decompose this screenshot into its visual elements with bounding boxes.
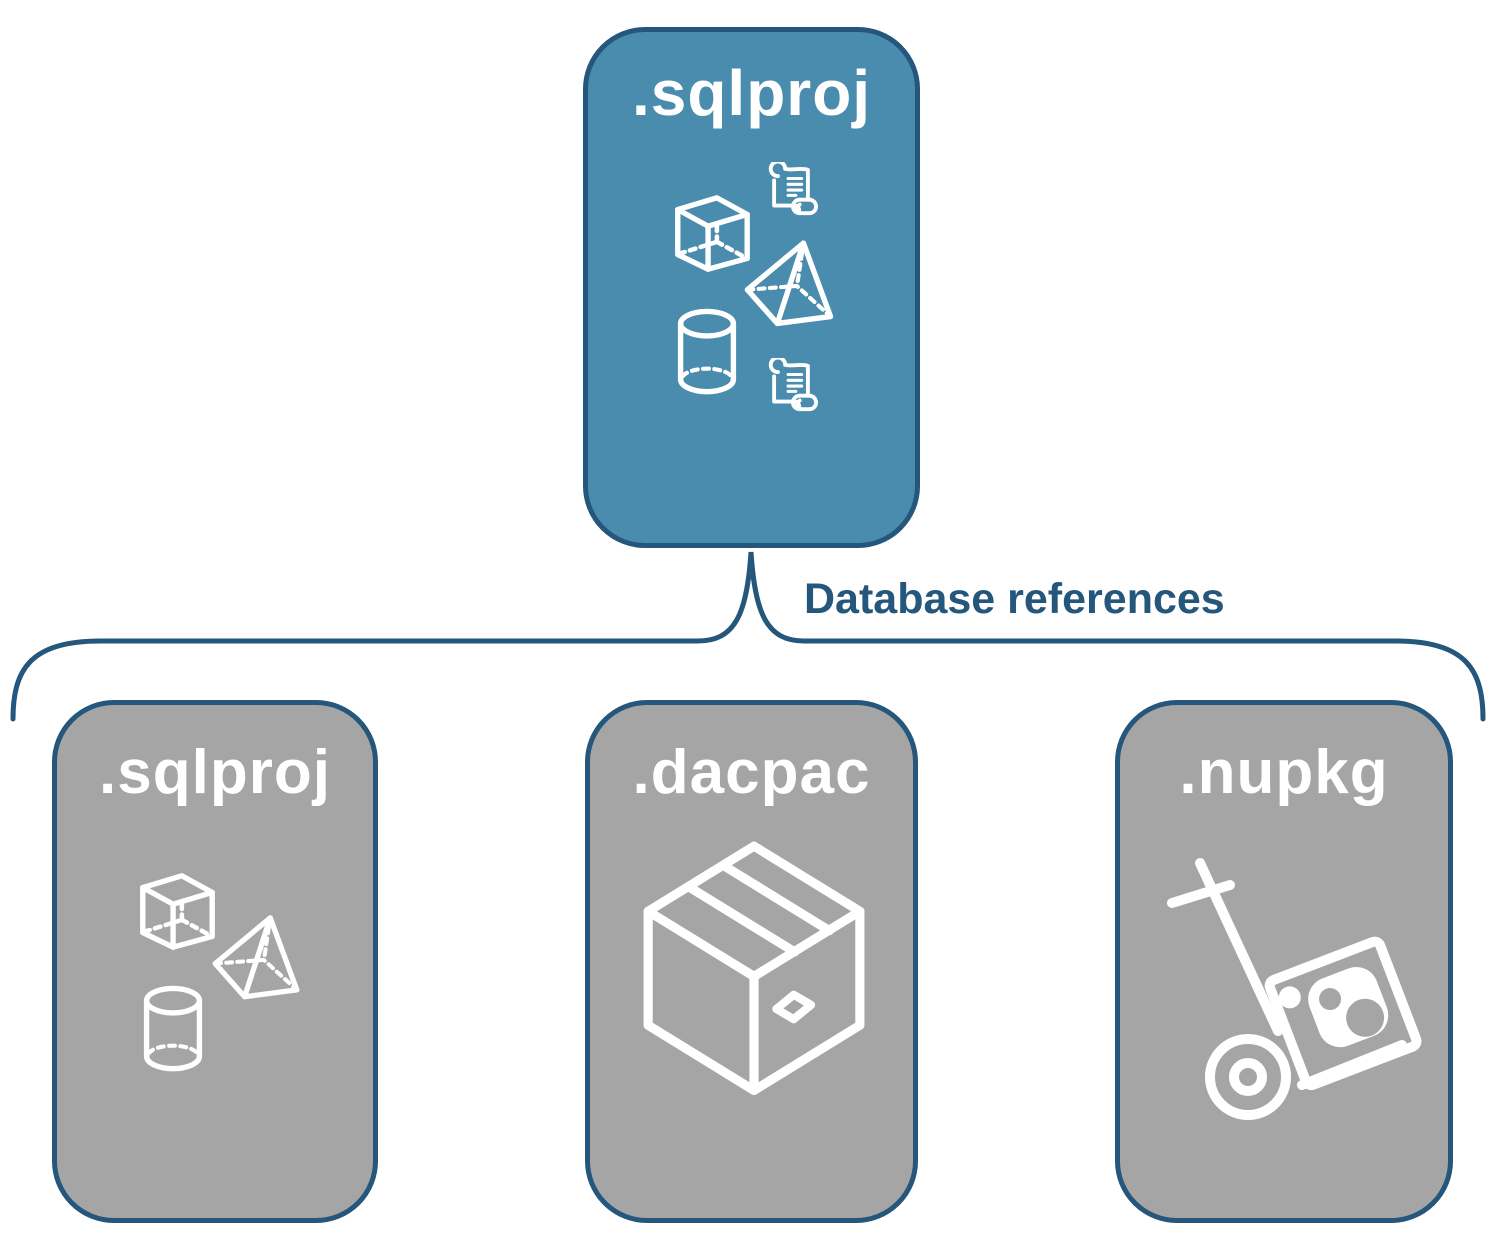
root-node-sqlproj: .sqlproj (583, 27, 920, 548)
root-node-label: .sqlproj (631, 57, 872, 129)
child-node-nupkg: .nupkg (1115, 700, 1453, 1223)
child-node-label: .nupkg (1179, 738, 1389, 807)
scroll-icon (763, 358, 819, 418)
child-node-label: .dacpac (632, 738, 871, 807)
cube-icon (133, 868, 221, 956)
child-node-dacpac: .dacpac (585, 700, 918, 1223)
cylinder-icon (672, 308, 742, 398)
scroll-icon (763, 162, 819, 222)
edge-label: Database references (804, 575, 1225, 623)
package-box-icon (628, 838, 880, 1123)
cylinder-icon (138, 985, 208, 1075)
child-node-sqlproj: .sqlproj (52, 700, 378, 1223)
pyramid-icon (742, 236, 844, 330)
pyramid-icon (210, 910, 310, 1004)
nuget-handtruck-icon (1160, 855, 1430, 1135)
child-node-label: .sqlproj (99, 738, 331, 807)
